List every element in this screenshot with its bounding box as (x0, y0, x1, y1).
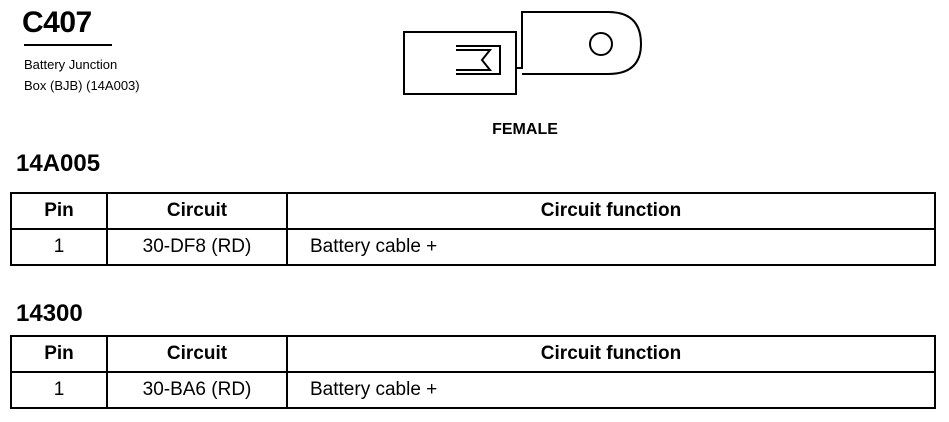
cell-circuit-function: Battery cable + (286, 228, 936, 266)
header-circuit-function: Circuit function (286, 192, 936, 230)
connector-id: C407 (22, 6, 92, 39)
header-circuit: Circuit (106, 192, 288, 230)
connector-description-line2: Box (BJB) (14A003) (24, 78, 140, 93)
pin-table-14a005: Pin Circuit Circuit function 1 30-DF8 (R… (10, 192, 936, 266)
cell-pin: 1 (10, 371, 108, 409)
header-pin: Pin (10, 335, 108, 373)
section-title-14300: 14300 (16, 300, 83, 327)
cell-circuit: 30-BA6 (RD) (106, 371, 288, 409)
pin-table-14300: Pin Circuit Circuit function 1 30-BA6 (R… (10, 335, 936, 409)
cell-pin: 1 (10, 228, 108, 266)
table-row: 1 30-DF8 (RD) Battery cable + (10, 228, 936, 266)
table-row: 1 30-BA6 (RD) Battery cable + (10, 371, 936, 409)
connector-description-line1: Battery Junction (24, 57, 118, 72)
header-circuit-function: Circuit function (286, 335, 936, 373)
connector-id-underline (24, 44, 112, 46)
connector-gender-label: FEMALE (492, 121, 558, 138)
table-header-row: Pin Circuit Circuit function (10, 335, 936, 373)
ring-terminal-connector-icon (403, 11, 643, 95)
cell-circuit-function: Battery cable + (286, 371, 936, 409)
header-circuit: Circuit (106, 335, 288, 373)
section-title-14a005: 14A005 (16, 150, 101, 177)
cell-circuit: 30-DF8 (RD) (106, 228, 288, 266)
header-pin: Pin (10, 192, 108, 230)
table-header-row: Pin Circuit Circuit function (10, 192, 936, 230)
